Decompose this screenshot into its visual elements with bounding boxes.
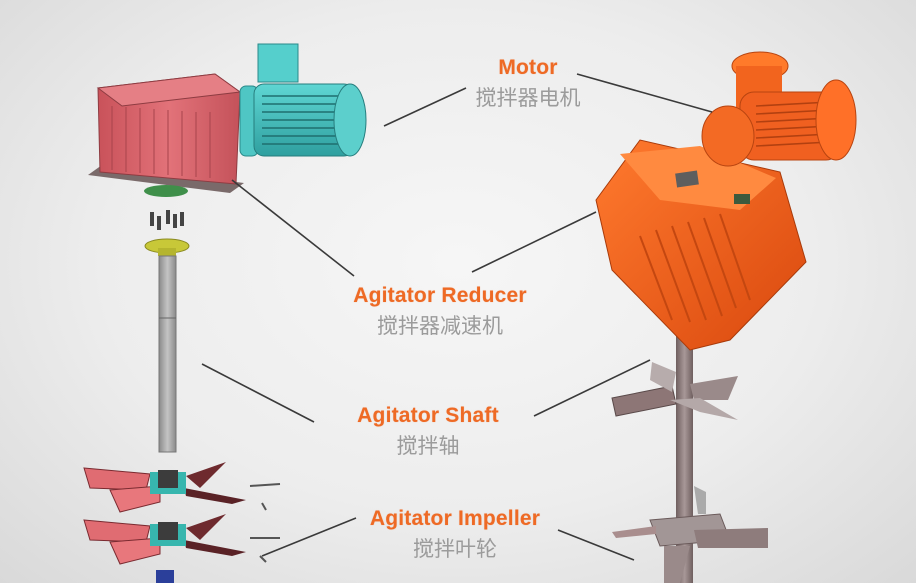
leader-impeller-left	[261, 517, 357, 557]
real-reducer	[595, 139, 807, 351]
cad-shaft	[144, 238, 190, 453]
real-impeller-lower	[612, 486, 768, 583]
cad-impellers	[83, 462, 281, 583]
leader-motor-left	[383, 87, 467, 127]
leader-shaft-left	[201, 363, 315, 423]
label-shaft: Agitator Shaft 搅拌轴	[330, 404, 526, 460]
label-reducer-en: Agitator Reducer	[353, 284, 527, 307]
leader-shaft-right	[533, 359, 651, 417]
cad-bolts	[150, 210, 184, 230]
leader-reducer-right	[471, 211, 597, 273]
leader-lines	[201, 73, 713, 561]
label-motor-en: Motor	[498, 56, 558, 79]
leader-impeller-right	[557, 529, 635, 561]
label-reducer-zh: 搅拌器减速机	[377, 314, 503, 338]
label-impeller: Agitator Impeller 搅拌叶轮	[350, 507, 560, 563]
label-shaft-zh: 搅拌轴	[396, 434, 460, 458]
label-impeller-zh: 搅拌叶轮	[413, 537, 497, 561]
real-motor	[701, 51, 857, 167]
label-shaft-en: Agitator Shaft	[357, 404, 499, 427]
leader-motor-right	[576, 73, 713, 113]
real-shaft	[676, 310, 693, 583]
label-reducer: Agitator Reducer 搅拌器减速机	[316, 284, 564, 340]
label-motor: Motor 搅拌器电机	[458, 56, 598, 112]
label-impeller-en: Agitator Impeller	[369, 507, 541, 530]
label-motor-zh: 搅拌器电机	[475, 86, 581, 110]
cad-reducer	[88, 73, 244, 197]
leader-reducer-left	[231, 179, 355, 277]
cad-motor	[239, 43, 367, 157]
real-impeller-upper	[611, 362, 738, 420]
